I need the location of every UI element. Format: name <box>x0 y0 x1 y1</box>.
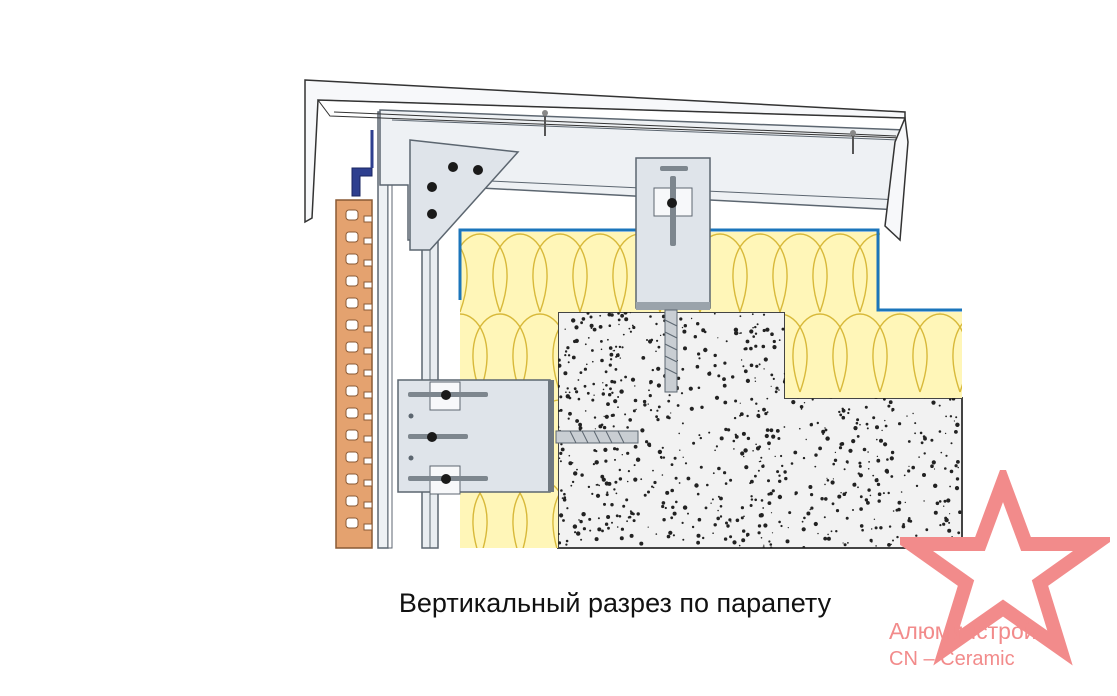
bolt-icon <box>427 182 437 192</box>
bolt-icon <box>441 474 451 484</box>
bolt-icon <box>441 390 451 400</box>
horizontal-anchor-dowel <box>555 430 639 444</box>
bolt-icon <box>427 432 437 442</box>
vertical-anchor-dowel <box>664 309 678 393</box>
logo-subtitle: CN – Ceramic <box>889 648 1015 670</box>
bolt-icon <box>473 165 483 175</box>
bolt-icon <box>427 209 437 219</box>
logo-title: Алюминстрой <box>889 618 1037 644</box>
bolt-icon <box>448 162 458 172</box>
top-wall-bracket <box>635 157 711 310</box>
parapet-cap-flashing <box>304 79 909 242</box>
bolt-icon <box>667 198 677 208</box>
star-icon <box>900 470 1110 666</box>
corner-gusset-bracket <box>409 139 520 251</box>
ceramic-facade-tiles <box>335 199 373 549</box>
diagram-caption: Вертикальный разрез по парапету <box>398 588 832 618</box>
concrete-parapet <box>557 311 963 549</box>
main-wall-bracket <box>397 379 554 495</box>
waterproof-membrane <box>458 228 962 312</box>
tile-top-clip <box>351 167 373 197</box>
